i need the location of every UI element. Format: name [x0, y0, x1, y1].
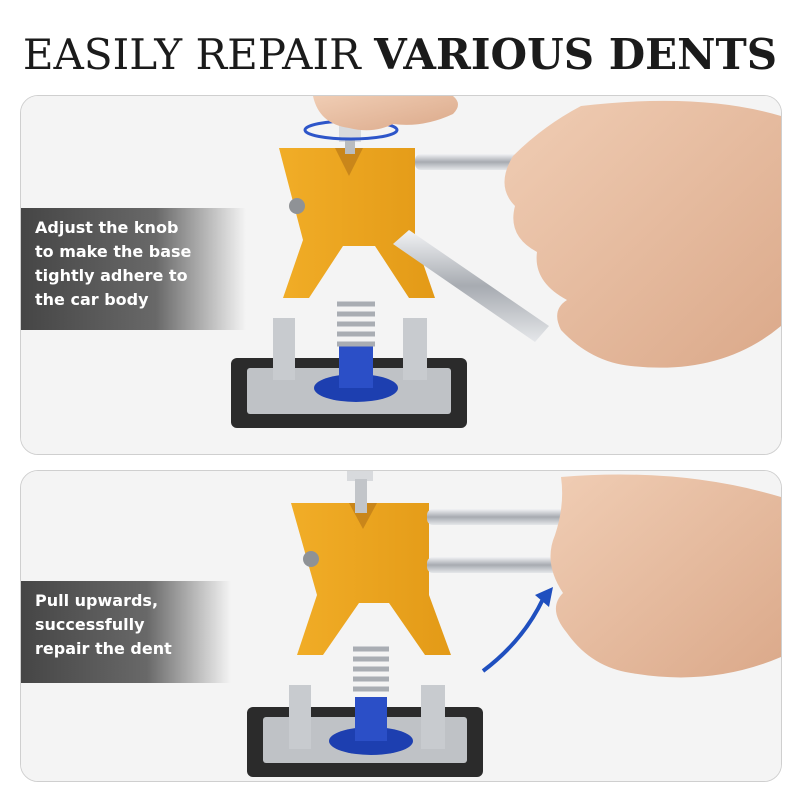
step-panel-adjust: Adjust the knob to make the base tightly…	[20, 95, 782, 455]
caption-line: tightly adhere to	[35, 266, 188, 285]
knob	[347, 471, 373, 481]
spring	[337, 301, 375, 347]
hand-right	[550, 474, 781, 678]
handle-rod-lower	[393, 230, 549, 342]
handle-rod-lower	[427, 557, 577, 573]
illustration-adjust-knob	[21, 96, 781, 454]
caption-line: Pull upwards,	[35, 591, 159, 610]
caption-pull-upwards: Pull upwards, successfully repair the de…	[21, 581, 231, 683]
caption-line: repair the dent	[35, 639, 172, 658]
upward-arrow-icon	[481, 598, 545, 673]
caption-line: successfully	[35, 615, 145, 634]
caption-line: to make the base	[35, 242, 192, 261]
spring	[353, 646, 389, 692]
fingers-top	[313, 96, 458, 131]
caption-line: the car body	[35, 290, 149, 309]
headline-bold: VARIOUS DENTS	[374, 30, 778, 79]
caption-line: Adjust the knob	[35, 218, 179, 237]
headline-light: EASILY REPAIR	[22, 30, 361, 79]
screw	[289, 198, 305, 214]
step-panel-pull: Pull upwards, successfully repair the de…	[20, 470, 782, 782]
tool-body	[279, 148, 435, 298]
handle-rod-top	[427, 509, 577, 525]
headline: EASILY REPAIR VARIOUS DENTS	[0, 30, 800, 79]
screw	[303, 551, 319, 567]
hand-right	[504, 100, 781, 368]
illustration-pull-upwards	[21, 471, 781, 781]
tool-body	[291, 503, 451, 655]
caption-adjust-knob: Adjust the knob to make the base tightly…	[21, 208, 246, 330]
